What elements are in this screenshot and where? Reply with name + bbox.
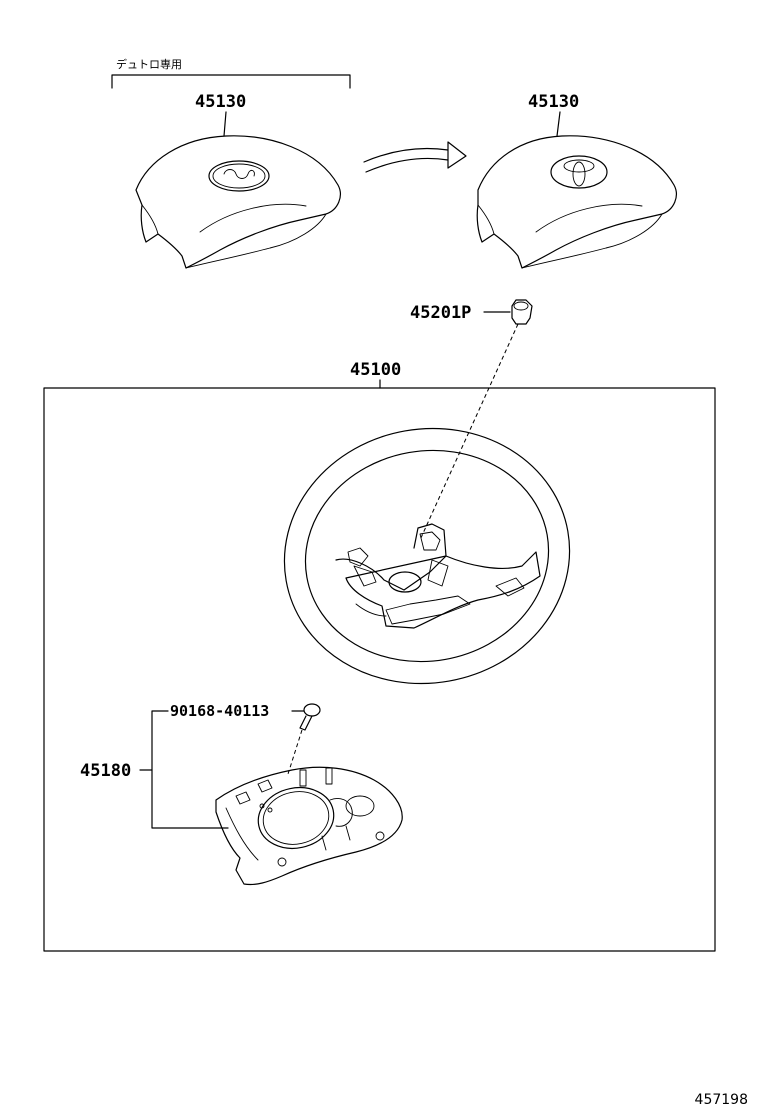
part-label-wheel-assy[interactable]: 45100 [350, 360, 401, 380]
clip-install-line [419, 323, 519, 541]
part-label-cover-right[interactable]: 45130 [528, 92, 579, 112]
clip-part[interactable] [511, 299, 533, 325]
figure-id: 457198 [695, 1092, 748, 1108]
note-bracket [111, 74, 351, 89]
wheel-assy-box [43, 387, 716, 952]
screw-part[interactable] [299, 703, 321, 731]
part-label-screw[interactable]: 90168-40113 [170, 702, 269, 720]
leader-cover-right [556, 111, 561, 137]
emblem-right [550, 155, 608, 189]
horn-pad-cover-right[interactable] [476, 135, 677, 269]
steering-wheel[interactable] [264, 406, 590, 706]
part-label-clip[interactable]: 45201P [410, 303, 471, 323]
part-label-lower-cover[interactable]: 45180 [80, 761, 131, 781]
horn-pad-cover-left[interactable] [135, 135, 341, 269]
screw-install-line [287, 729, 303, 775]
part-label-cover-left[interactable]: 45130 [195, 92, 246, 112]
lower-cover-part[interactable] [215, 766, 403, 886]
leader-cover-left [223, 111, 227, 137]
applicability-note: デュトロ専用 [116, 57, 182, 71]
emblem-left [208, 160, 270, 192]
replacement-arrow [363, 141, 467, 173]
